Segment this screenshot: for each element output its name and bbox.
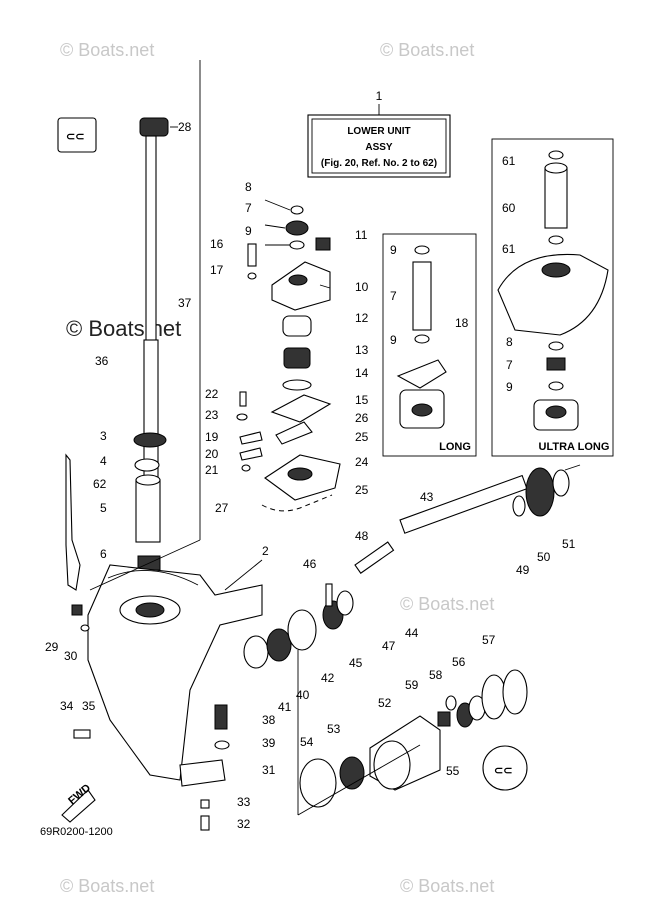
- callout-34: 34: [60, 699, 74, 713]
- title-line-3: (Fig. 20, Ref. No. 2 to 62): [321, 158, 437, 169]
- callout-18: 18: [455, 316, 469, 330]
- callout-56: 56: [452, 655, 466, 669]
- title-line-2: ASSY: [365, 142, 393, 153]
- callout-21: 21: [205, 463, 219, 477]
- callout-30: 30: [64, 649, 78, 663]
- callout-long-9a: 9: [390, 243, 397, 257]
- callout-61a: 61: [502, 154, 516, 168]
- grease-icon-label: ⊂⊂: [494, 765, 512, 777]
- callout-36: 36: [95, 354, 109, 368]
- callout-24: 24: [355, 455, 369, 469]
- title-box: LOWER UNIT ASSY (Fig. 20, Ref. No. 2 to …: [307, 114, 451, 178]
- callout-16: 16: [210, 237, 224, 251]
- callout-ultra-8: 8: [506, 335, 513, 349]
- callout-32: 32: [237, 817, 251, 831]
- watermark: © Boats.net: [400, 876, 494, 896]
- callout-14: 14: [355, 366, 369, 380]
- callout-25b: 25: [355, 483, 369, 497]
- callout-61b: 61: [502, 242, 516, 256]
- callout-43: 43: [420, 490, 434, 504]
- watermark: © Boats.net: [60, 40, 154, 60]
- callout-49: 49: [516, 563, 530, 577]
- callout-5: 5: [100, 501, 107, 515]
- callout-42: 42: [321, 671, 335, 685]
- callout-59: 59: [405, 678, 419, 692]
- callout-6: 6: [100, 547, 107, 561]
- watermark: © Boats.net: [380, 40, 474, 60]
- callout-23: 23: [205, 408, 219, 422]
- part-code: 69R0200-1200: [40, 826, 113, 838]
- callout-57: 57: [482, 633, 496, 647]
- callouts: 1 2 3 4 5 6 7 8 9 10 11 12 13 14 15 16 1…: [45, 89, 576, 831]
- callout-3: 3: [100, 429, 107, 443]
- callout-46: 46: [303, 557, 317, 571]
- watermark: © Boats.net: [66, 316, 181, 341]
- callout-37: 37: [178, 296, 192, 310]
- long-variant-box: LONG: [382, 233, 477, 457]
- callout-45: 45: [349, 656, 363, 670]
- callout-25a: 25: [355, 430, 369, 444]
- callout-ultra-9: 9: [506, 380, 513, 394]
- ultra-long-variant-box: ULTRA LONG: [491, 138, 614, 457]
- callout-8: 8: [245, 180, 252, 194]
- callout-52: 52: [378, 696, 392, 710]
- callout-40: 40: [296, 688, 310, 702]
- callout-44: 44: [405, 626, 419, 640]
- callout-19: 19: [205, 430, 219, 444]
- callout-15: 15: [355, 393, 369, 407]
- callout-51: 51: [562, 537, 576, 551]
- callout-17: 17: [210, 263, 224, 277]
- callout-26: 26: [355, 411, 369, 425]
- callout-13: 13: [355, 343, 369, 357]
- lower-case-housing: FWD: [61, 564, 263, 831]
- callout-20: 20: [205, 447, 219, 461]
- callout-60: 60: [502, 201, 516, 215]
- callout-ultra-7: 7: [506, 358, 513, 372]
- callout-47: 47: [382, 639, 396, 653]
- water-pump-assembly: [236, 205, 341, 512]
- callout-48: 48: [355, 529, 369, 543]
- grease-icon-label: ⊂⊂: [66, 131, 84, 143]
- gear-train: ⊂⊂: [243, 467, 570, 808]
- callout-53: 53: [327, 722, 341, 736]
- callout-11: 11: [355, 228, 368, 242]
- leader-lines: [89, 60, 581, 816]
- callout-22: 22: [205, 387, 219, 401]
- callout-38: 38: [262, 713, 276, 727]
- callout-41: 41: [278, 700, 292, 714]
- callout-12: 12: [355, 311, 369, 325]
- callout-29: 29: [45, 640, 59, 654]
- ultra-long-label: ULTRA LONG: [539, 441, 610, 453]
- callout-27: 27: [215, 501, 229, 515]
- callout-7: 7: [245, 201, 252, 215]
- callout-33: 33: [237, 795, 251, 809]
- callout-50: 50: [537, 550, 551, 564]
- callout-58: 58: [429, 668, 443, 682]
- callout-2: 2: [262, 544, 269, 558]
- callout-35: 35: [82, 699, 96, 713]
- callout-54: 54: [300, 735, 314, 749]
- callout-9: 9: [245, 224, 252, 238]
- callout-10: 10: [355, 280, 369, 294]
- watermark: © Boats.net: [60, 876, 154, 896]
- callout-55: 55: [446, 764, 460, 778]
- long-label: LONG: [439, 441, 471, 453]
- callout-long-9b: 9: [390, 333, 397, 347]
- callout-1: 1: [376, 89, 383, 103]
- title-line-1: LOWER UNIT: [347, 126, 410, 137]
- callout-39: 39: [262, 736, 276, 750]
- callout-62: 62: [93, 477, 107, 491]
- drive-shaft-assembly: ⊂⊂: [57, 117, 169, 591]
- callout-28: 28: [178, 120, 192, 134]
- callout-4: 4: [100, 454, 107, 468]
- callout-31: 31: [262, 763, 276, 777]
- watermark: © Boats.net: [400, 594, 494, 614]
- callout-long-7: 7: [390, 289, 397, 303]
